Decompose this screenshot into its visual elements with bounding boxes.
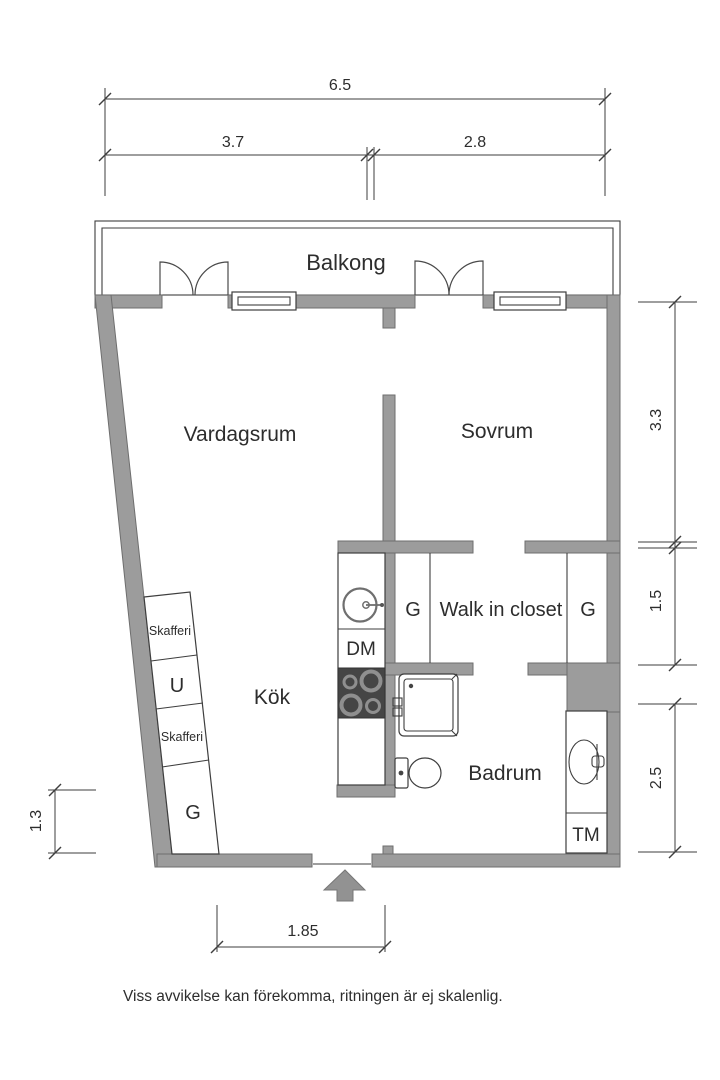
closet-wardrobe-right-label: G xyxy=(580,599,596,621)
top-dimensions: 6.5 3.7 2.8 xyxy=(98,77,612,200)
hall-wardrobe-label: G xyxy=(185,802,201,824)
dim-entrance-width: 1.85 xyxy=(287,923,318,940)
stove xyxy=(337,667,386,719)
balcony-door-left xyxy=(159,261,229,296)
right-dimensions: 3.3 1.5 2.5 xyxy=(638,295,697,859)
windows xyxy=(231,291,567,311)
wall-counter-cap xyxy=(336,784,396,798)
dim-left-width: 3.7 xyxy=(222,134,244,151)
bottom-dimension: 1.85 xyxy=(210,905,392,954)
oven-label: U xyxy=(170,675,184,697)
wall-bottom-left xyxy=(156,853,313,868)
wall-left-slanted xyxy=(94,294,173,868)
wall-bottom-right xyxy=(371,853,621,868)
dim-closet-depth: 1.5 xyxy=(648,590,665,612)
wall-stub-top xyxy=(382,307,396,329)
room-label-bedroom: Sovrum xyxy=(461,420,533,443)
room-label-closet: Walk in closet xyxy=(440,599,563,621)
pantry-top-label: Skafferi xyxy=(149,624,191,638)
dim-bathroom-depth: 2.5 xyxy=(648,767,665,789)
room-label-kitchen: Kök xyxy=(254,686,291,709)
dim-right-width: 2.8 xyxy=(464,134,486,151)
balcony-label: Balkong xyxy=(306,250,386,275)
balcony-door-right xyxy=(414,260,484,296)
sink-tap xyxy=(380,603,384,607)
pantry-bottom-label: Skafferi xyxy=(161,730,203,744)
dim-total-width: 6.5 xyxy=(329,77,351,94)
dim-left-height: 1.3 xyxy=(28,810,45,832)
wall-closet-bottom-right xyxy=(527,662,568,676)
kitchen-sink xyxy=(342,587,384,623)
window-living-room xyxy=(231,291,297,311)
dim-bedroom-depth: 3.3 xyxy=(648,409,665,431)
washing-machine-label: TM xyxy=(572,825,599,846)
room-label-living: Vardagsrum xyxy=(184,423,297,446)
wall-closet-top-right xyxy=(524,540,621,554)
wall-central-notch xyxy=(382,845,394,855)
shaft-block xyxy=(566,662,621,713)
entrance xyxy=(313,863,371,902)
wall-closet-top-left xyxy=(337,540,474,554)
toilet xyxy=(394,757,442,789)
dishwasher-label: DM xyxy=(346,639,376,660)
shower xyxy=(392,673,459,737)
walk-in-closet: G G xyxy=(405,553,596,663)
bathroom-fixtures: TM xyxy=(392,673,608,854)
wall-closet-bottom-left xyxy=(382,662,474,676)
wall-right xyxy=(606,294,621,868)
left-dimension: 1.3 xyxy=(28,783,96,860)
window-bedroom xyxy=(493,291,567,311)
balcony: Balkong xyxy=(94,220,621,296)
disclaimer-text: Viss avvikelse kan förekomma, ritningen … xyxy=(123,988,503,1005)
entrance-arrow xyxy=(322,869,367,902)
hall-cabinets: Skafferi U Skafferi G xyxy=(143,591,220,855)
room-label-bathroom: Badrum xyxy=(468,762,542,785)
kitchen-counter: DM xyxy=(337,552,386,786)
balcony-doors xyxy=(159,260,484,296)
vanity-sink xyxy=(565,710,608,854)
closet-wardrobe-left-label: G xyxy=(405,599,421,621)
